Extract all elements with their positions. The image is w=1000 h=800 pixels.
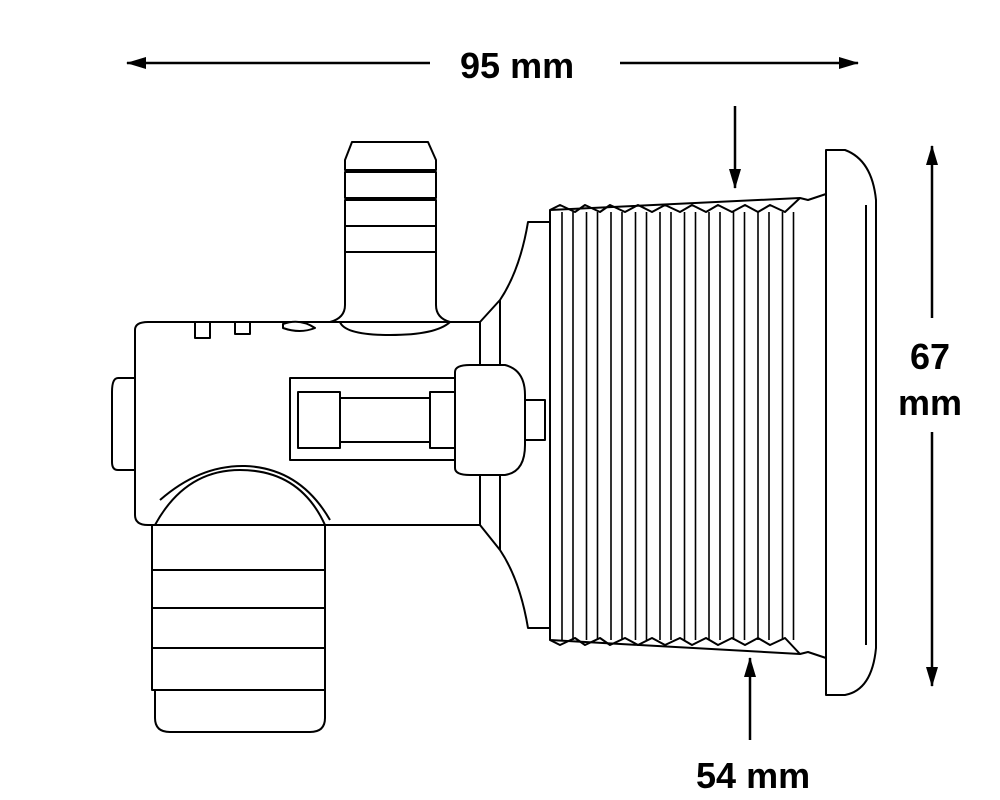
depth-unit: mm — [746, 755, 811, 796]
threaded-section — [549, 193, 827, 659]
height-dimension-label: 67 mm — [888, 334, 972, 426]
depth-dimension-label: 54 mm — [696, 758, 810, 794]
height-value: 67 — [909, 336, 951, 377]
face-flange — [825, 149, 877, 696]
width-value: 95 — [460, 45, 501, 86]
width-dimension-label: 95 mm — [460, 48, 574, 84]
depth-value: 54 — [696, 755, 737, 796]
height-unit: mm — [897, 382, 963, 423]
body-markings — [194, 320, 316, 339]
width-unit: mm — [510, 45, 575, 86]
bottom-barb-connector — [151, 524, 326, 733]
thread-ridges — [561, 212, 795, 640]
top-barb-connector — [329, 141, 451, 323]
valve-insert — [289, 364, 546, 476]
